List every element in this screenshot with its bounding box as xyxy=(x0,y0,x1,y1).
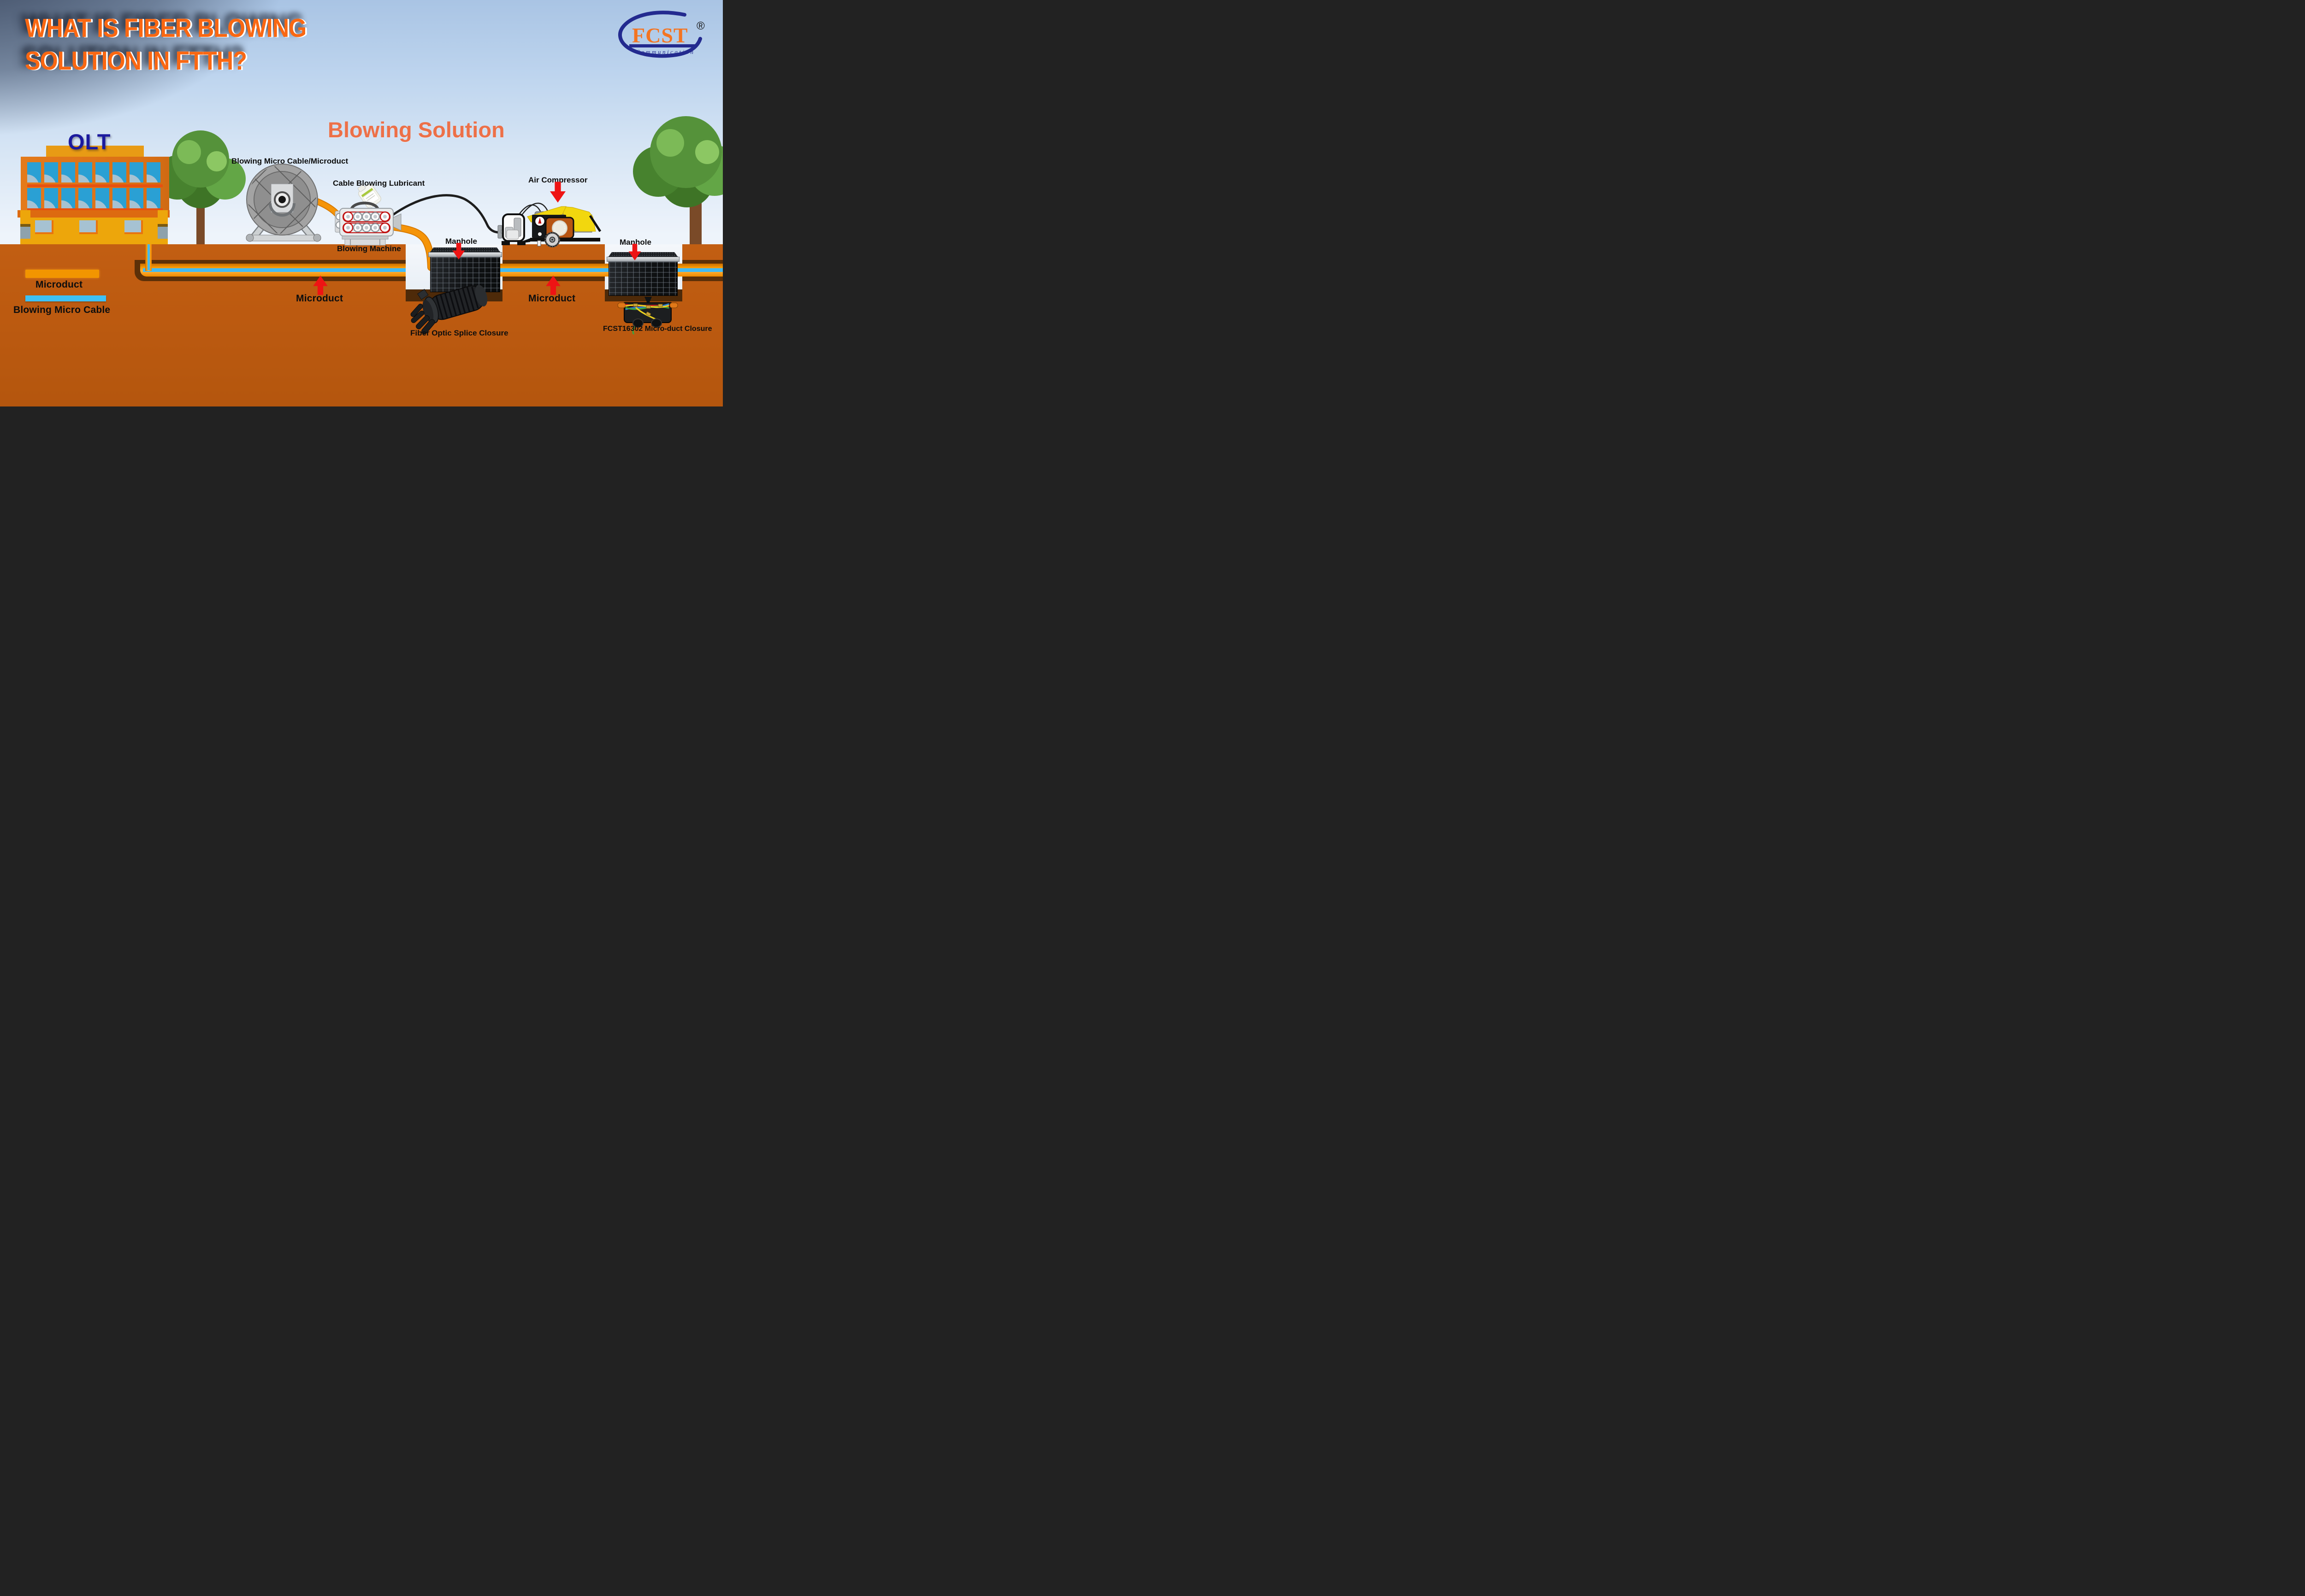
tree-icon xyxy=(155,130,246,245)
legend-microduct-label: Microduct xyxy=(35,279,83,290)
section-heading: Blowing Solution xyxy=(328,118,505,142)
legend-microduct-swatch xyxy=(25,270,99,278)
microduct-closure-icon xyxy=(617,297,678,335)
microduct-closure-label: FCST16302 Micro-duct Closure xyxy=(603,325,712,333)
trees-layer xyxy=(155,116,723,246)
micro-cable-line xyxy=(499,268,609,272)
air-pump-icon xyxy=(497,213,526,245)
fcst-logo: FCST Communication ® xyxy=(618,11,705,58)
compressor-label: Air Compressor xyxy=(528,176,588,184)
logo-text: FCST xyxy=(632,24,688,47)
infographic-canvas: OLT Microduct Blowing Micro Cable xyxy=(0,0,723,406)
splice-closure-label: Fiber Optic Splice Closure xyxy=(410,329,508,337)
micro-cable-line xyxy=(143,268,406,272)
manhole-icon xyxy=(607,252,680,296)
microduct-label-right: Microduct xyxy=(528,293,576,304)
microduct-label-left: Microduct xyxy=(296,293,343,304)
blowing-machine-icon xyxy=(335,201,402,246)
page-title-line1: WHAT IS FIBER BLOWING xyxy=(25,13,307,43)
manhole1-label: Manhole xyxy=(445,237,477,246)
page-title-line2: SOLUTION IN FTTH? xyxy=(25,46,247,76)
tree-icon xyxy=(633,116,723,246)
manhole2-label: Manhole xyxy=(620,238,651,247)
legend-cable-label: Blowing Micro Cable xyxy=(13,305,111,315)
lubricant-label: Cable Blowing Lubricant xyxy=(333,179,425,188)
red-arrow-down-icon xyxy=(628,244,641,260)
registered-mark-icon: ® xyxy=(697,20,705,32)
red-arrow-up-icon xyxy=(546,276,561,295)
window-row xyxy=(27,162,160,183)
air-hose-path xyxy=(391,194,505,234)
building-drop-cable xyxy=(148,244,150,270)
olt-overhang xyxy=(18,210,170,218)
logo-subtitle: Communication xyxy=(636,48,695,55)
red-arrow-down-icon xyxy=(550,182,566,203)
red-arrow-up-icon xyxy=(313,276,328,295)
cable-reel-icon xyxy=(246,164,321,242)
olt-label: OLT xyxy=(68,130,111,154)
red-arrow-down-icon xyxy=(452,243,465,259)
olt-pillar xyxy=(20,210,30,245)
air-compressor-icon xyxy=(523,206,602,247)
micro-cable-line xyxy=(676,268,723,272)
olt-pillar xyxy=(158,210,168,245)
olt-lower-wall xyxy=(27,218,160,244)
page-title: WHAT IS FIBER BLOWING SOLUTION IN FTTH? xyxy=(25,12,307,77)
legend-cable-swatch xyxy=(25,295,106,301)
manhole-icon xyxy=(428,247,502,292)
reel-label: Blowing Micro Cable/Microduct xyxy=(231,157,349,165)
olt-building-icon xyxy=(21,157,169,211)
splice-closure-icon xyxy=(410,285,488,335)
machine-label: Blowing Machine xyxy=(337,244,401,253)
window-row xyxy=(27,188,160,208)
